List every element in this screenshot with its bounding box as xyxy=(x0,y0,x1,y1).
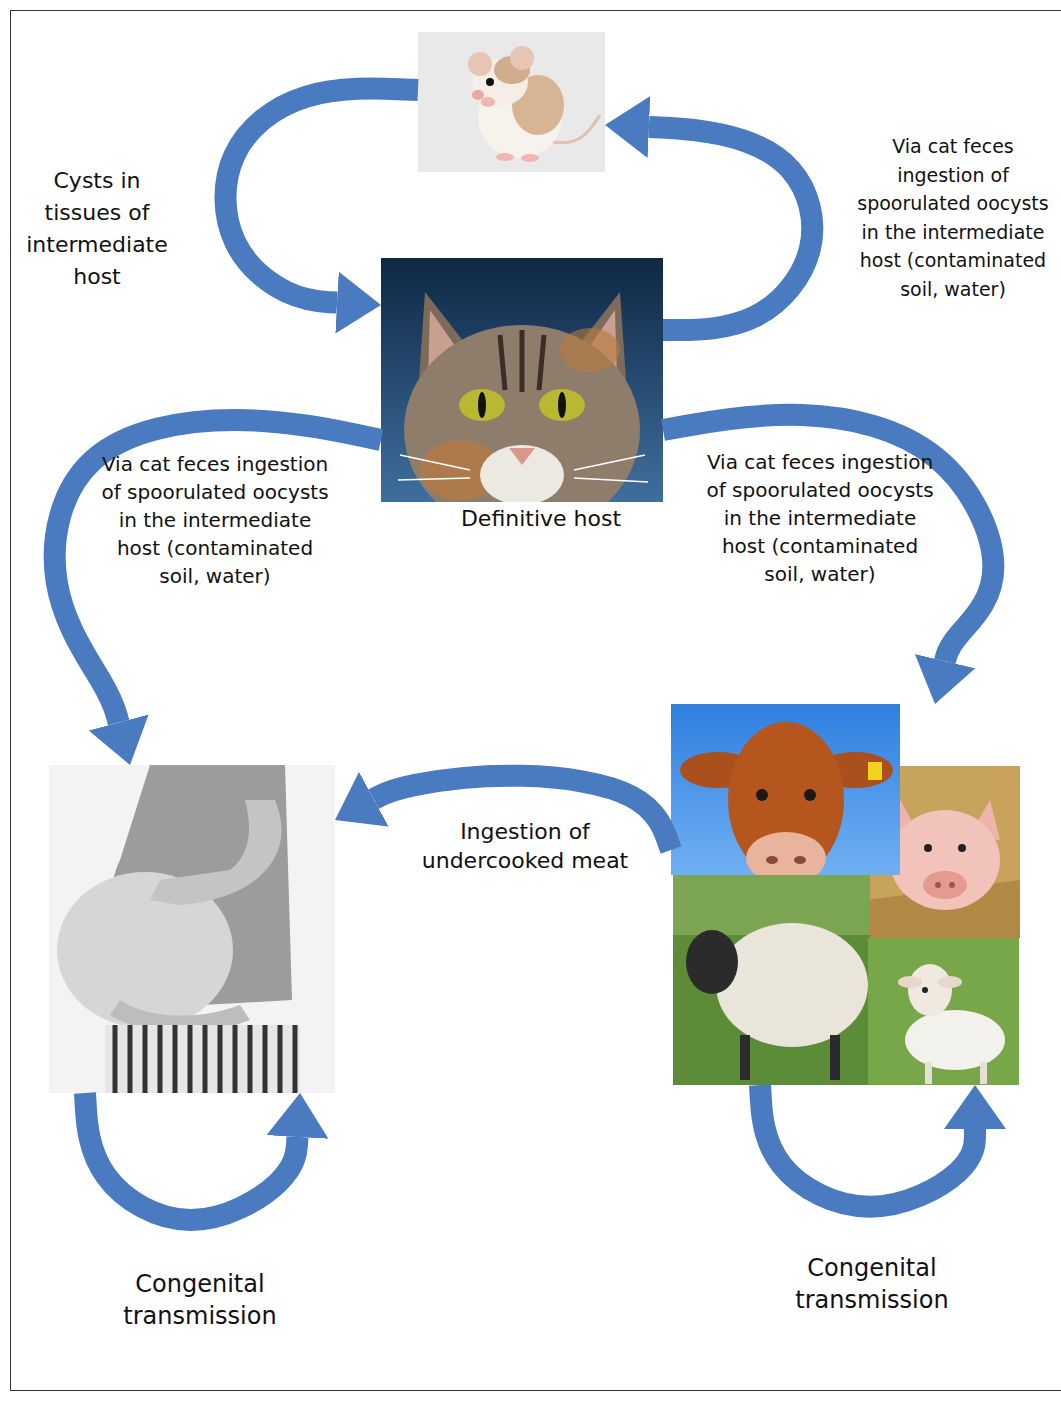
sheep-picture xyxy=(740,1035,750,1080)
lamb-picture xyxy=(922,987,928,993)
cycle-arrow xyxy=(760,1085,975,1207)
cycle-arrow xyxy=(85,1093,297,1220)
sheep-picture xyxy=(673,875,870,1085)
pig-picture xyxy=(890,810,1000,910)
mouse-picture xyxy=(418,32,605,172)
cat-picture xyxy=(478,392,486,418)
mouse-picture xyxy=(486,78,494,86)
arrow-label: Via cat feces ingestion of spoorulated o… xyxy=(852,132,1054,303)
sheep-picture xyxy=(673,875,870,1085)
cat-picture xyxy=(539,389,585,421)
cycle-arrow xyxy=(55,420,381,722)
pregnant-woman-picture xyxy=(150,800,282,905)
mouse-picture xyxy=(481,97,495,107)
cat-picture xyxy=(381,258,663,502)
lamb-picture xyxy=(898,976,922,988)
cycle-arrow xyxy=(663,415,993,661)
sheep-picture xyxy=(830,1035,840,1080)
cat-picture xyxy=(500,330,544,392)
pig-picture xyxy=(923,871,967,899)
cow-picture xyxy=(671,704,900,875)
pig-picture xyxy=(935,882,941,888)
cat-picture xyxy=(459,389,505,421)
pig-picture xyxy=(924,844,932,852)
cat-picture xyxy=(398,455,648,482)
arrow-label: Cysts in tissues of intermediate host xyxy=(17,165,177,293)
mouse-picture xyxy=(496,153,514,161)
cow-picture xyxy=(794,856,806,864)
mouse-picture xyxy=(472,90,484,100)
pregnant-woman-picture xyxy=(105,1025,300,1093)
lamb-picture xyxy=(908,964,952,1016)
arrow-label: Via cat feces ingestion of spoorulated o… xyxy=(100,450,330,590)
mouse-picture xyxy=(521,154,539,162)
cow-picture xyxy=(746,832,826,875)
cycle-arrow xyxy=(649,127,812,330)
pregnant-woman-picture xyxy=(49,765,335,1093)
page-frame xyxy=(11,11,1061,1391)
mouse-picture xyxy=(418,32,605,172)
pregnant-woman-picture xyxy=(115,1025,295,1093)
cat-picture xyxy=(404,325,640,502)
cat-picture xyxy=(480,445,564,502)
cycle-arrow xyxy=(225,89,418,303)
cat-picture xyxy=(509,448,535,465)
cat-picture xyxy=(560,328,620,372)
cow-picture xyxy=(766,856,778,864)
host-label: Definitive host xyxy=(419,506,663,532)
cow-picture xyxy=(756,789,768,801)
lamb-picture xyxy=(925,1062,932,1084)
host-picture: Definitive host xyxy=(381,258,663,538)
lamb-picture xyxy=(980,1062,987,1084)
cow-picture xyxy=(868,762,882,780)
host-picture xyxy=(671,704,1019,1085)
sheep-picture xyxy=(716,923,868,1047)
arrow-label: Ingestion of undercooked meat xyxy=(400,818,650,875)
host-picture xyxy=(418,32,605,172)
arrow-label: Congenital transmission xyxy=(70,1268,330,1333)
host-picture xyxy=(49,765,335,1093)
pig-picture xyxy=(958,844,966,852)
lamb-picture xyxy=(868,938,1019,1085)
pig-picture xyxy=(949,882,955,888)
cow-picture xyxy=(804,789,816,801)
cat-picture xyxy=(558,392,566,418)
arrow-label: Via cat feces ingestion of spoorulated o… xyxy=(705,448,935,588)
lamb-picture xyxy=(938,976,962,988)
lamb-picture xyxy=(868,938,1019,1085)
lamb-picture xyxy=(905,1010,1005,1070)
sheep-picture xyxy=(686,930,738,994)
mouse-picture xyxy=(510,46,534,70)
mouse-picture xyxy=(468,52,492,76)
arrow-label: Congenital transmission xyxy=(742,1252,1002,1317)
